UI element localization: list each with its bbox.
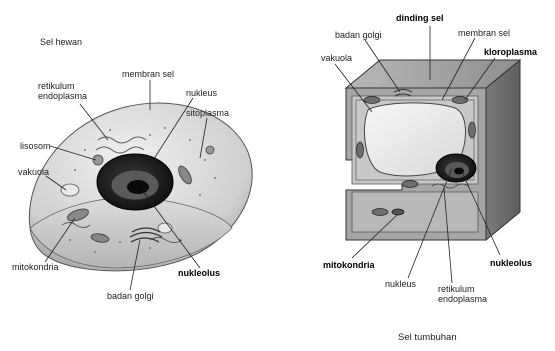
label-vakuola-plant: vakuola bbox=[321, 53, 352, 63]
plant-cell-step bbox=[352, 192, 478, 232]
label-membran-sel-animal: membran sel bbox=[122, 69, 174, 79]
label-dinding-sel-plant: dinding sel bbox=[396, 13, 444, 23]
label-lisosom-animal: lisosom bbox=[20, 141, 51, 151]
label-mitokondria-animal: mitokondria bbox=[12, 262, 59, 272]
label-sitoplasma-animal: sitoplasma bbox=[186, 108, 229, 118]
label-badan-golgi-animal: badan golgi bbox=[107, 291, 154, 301]
label-nukleus-plant: nukleus bbox=[385, 279, 416, 289]
label-mitokondria-plant: mitokondria bbox=[323, 260, 375, 270]
animal-lysosome-2 bbox=[206, 146, 214, 154]
label-kloroplasma-plant: kloroplasma bbox=[484, 47, 537, 57]
plant-wall-side bbox=[486, 60, 520, 240]
animal-nucleolus bbox=[127, 180, 149, 194]
label-nukleolus-animal: nukleolus bbox=[178, 268, 220, 278]
animal-vacuole-1 bbox=[61, 184, 79, 196]
label-retikulum-plant: retikulum endoplasma bbox=[438, 284, 487, 304]
label-retikulum-animal: retikulum endoplasma bbox=[38, 81, 87, 101]
plant-cell-title: Sel tumbuhan bbox=[398, 333, 457, 343]
label-membran-sel-plant: membran sel bbox=[458, 28, 510, 38]
plant-cell bbox=[335, 26, 520, 283]
animal-lysosome-1 bbox=[93, 155, 103, 165]
animal-cell-title: Sel hewan bbox=[40, 37, 82, 47]
label-badan-golgi-plant: badan golgi bbox=[335, 30, 382, 40]
label-vakuola-animal: vakuola bbox=[18, 167, 49, 177]
label-nukleolus-plant: nukleolus bbox=[490, 258, 532, 268]
label-nukleus-animal: nukleus bbox=[186, 88, 217, 98]
